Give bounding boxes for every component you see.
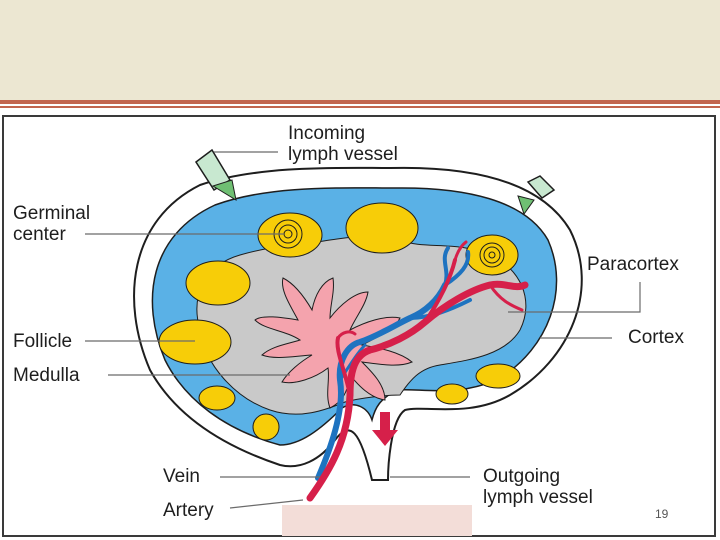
footer-highlight-strip	[282, 505, 472, 536]
label-germinal-line2: center	[13, 224, 66, 245]
label-incoming-line2: lymph vessel	[288, 144, 398, 165]
follicle	[253, 414, 279, 440]
follicle	[258, 213, 322, 257]
follicle	[436, 384, 468, 404]
follicle	[199, 386, 235, 410]
label-artery: Artery	[163, 500, 214, 521]
follicle	[186, 261, 250, 305]
page-number: 19	[655, 507, 668, 521]
follicle	[466, 235, 518, 275]
follicle	[159, 320, 231, 364]
label-medulla: Medulla	[13, 365, 80, 386]
label-vein: Vein	[163, 466, 200, 487]
label-germinal-line1: Germinal	[13, 203, 90, 224]
label-outgoing-line1: Outgoing	[483, 466, 560, 487]
label-cortex: Cortex	[628, 327, 684, 348]
label-outgoing-line2: lymph vessel	[483, 487, 593, 508]
label-paracortex: Paracortex	[587, 254, 679, 275]
label-follicle: Follicle	[13, 331, 72, 352]
follicle	[346, 203, 418, 253]
follicle	[476, 364, 520, 388]
label-incoming-line1: Incoming	[288, 123, 365, 144]
